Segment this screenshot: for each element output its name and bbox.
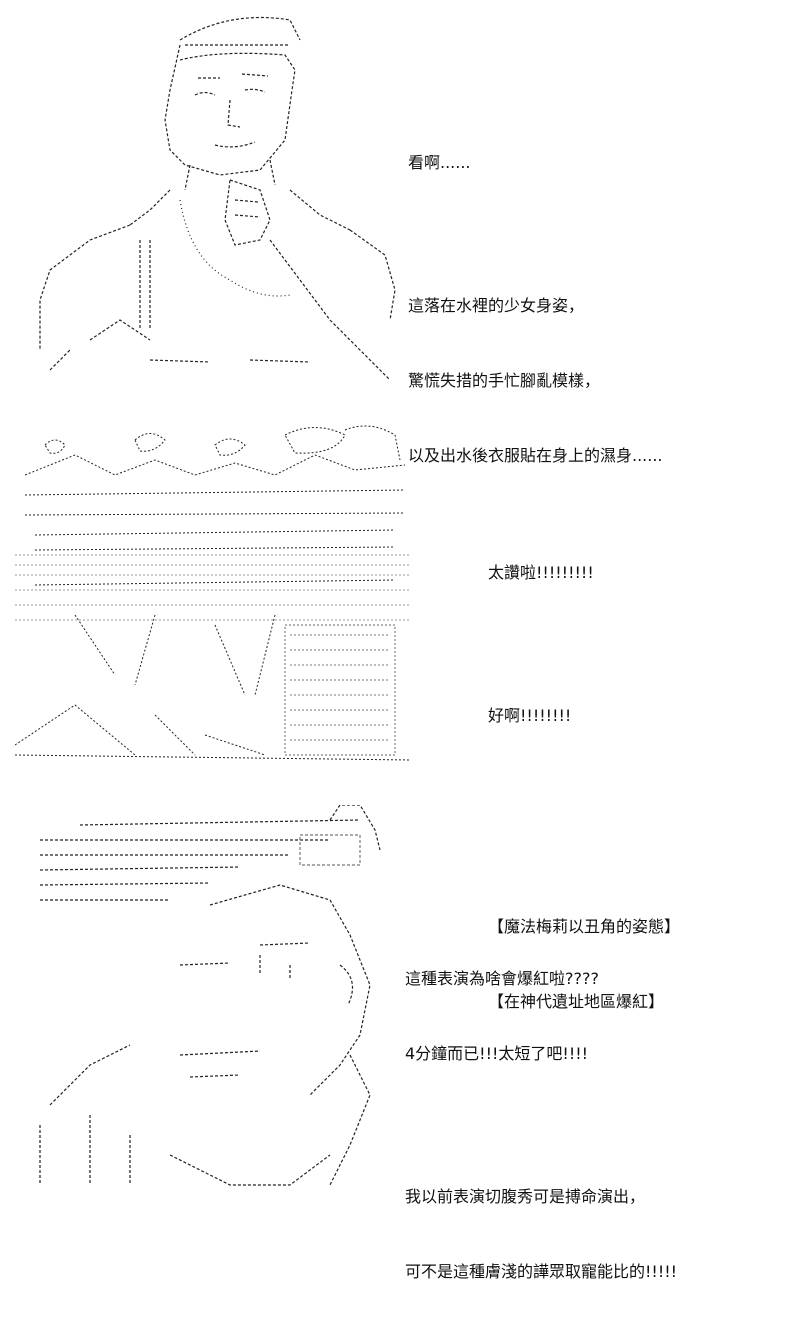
text-line: 【在神代遺址地區爆紅】 [488,992,665,1011]
text-line: 【魔法梅莉以丑角的姿態】 [488,917,681,936]
ascii-art-cheering-crowd [15,415,410,775]
spacer [405,1116,677,1134]
text-line: 4分鐘而已!!!太短了吧!!!! [405,1044,589,1063]
panel-2-text: 太讚啦!!!!!!!!! 好啊!!!!!!!! 【魔法梅莉以丑角的姿態】 【在神… [488,510,680,1064]
text-line: 這種表演為啥會爆紅啦???? [405,969,599,988]
text-line: 可不是這種膚淺的譁眾取寵能比的!!!!! [405,1262,678,1281]
panel-3-text: 這種表演為啥會爆紅啦???? 4分鐘而已!!!太短了吧!!!! 我以前表演切腹秀… [405,916,677,1334]
text-line: 以及出水後衣服貼在身上的濕身...... [408,446,663,465]
spacer [488,635,680,653]
panel-3: 這種表演為啥會爆紅啦???? 4分鐘而已!!!太短了吧!!!! 我以前表演切腹秀… [0,780,800,1281]
text-line: 看啊...... [408,153,471,172]
text-line: 好啊!!!!!!!! [488,706,572,725]
text-line: 太讚啦!!!!!!!!! [488,563,594,582]
ascii-art-angry-man [30,805,390,1195]
panel-1-text: 看啊...... 這落在水裡的少女身姿， 驚慌失措的手忙腳亂模樣， 以及出水後衣… [408,100,663,518]
text-line: 驚慌失措的手忙腳亂模樣， [408,371,601,390]
panel-1: 看啊...... 這落在水裡的少女身姿， 驚慌失措的手忙腳亂模樣， 以及出水後衣… [0,0,800,465]
text-line: 我以前表演切腹秀可是搏命演出， [405,1187,646,1206]
panel-2: 太讚啦!!!!!!!!! 好啊!!!!!!!! 【魔法梅莉以丑角的姿態】 【在神… [0,400,800,1011]
spacer [408,225,663,243]
text-line: 這落在水裡的少女身姿， [408,296,585,315]
ascii-art-man-portrait [30,0,410,390]
